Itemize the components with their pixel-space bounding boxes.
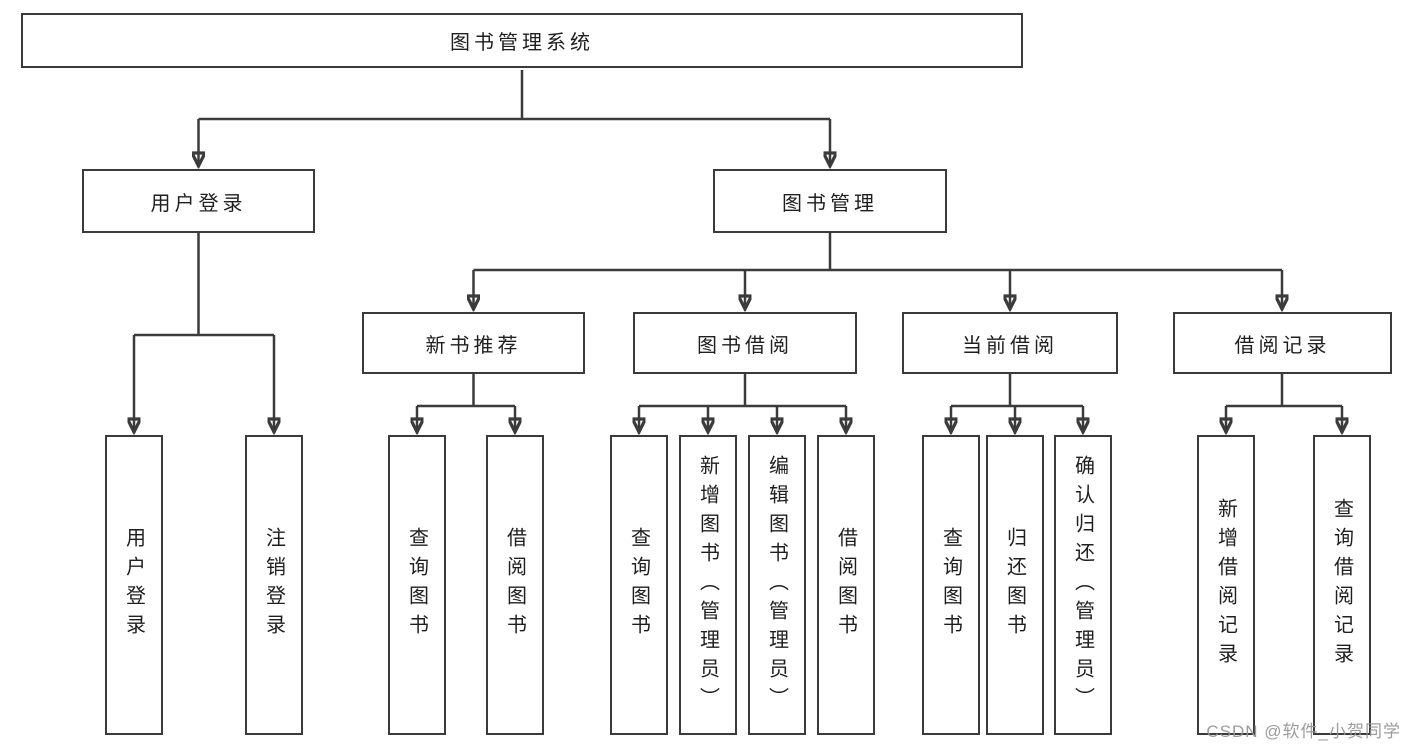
leaf-label: 借阅图书 [834, 527, 857, 643]
leaf-label: 归还图书 [1003, 527, 1026, 643]
node-leaf-query-books: 查询图书 [388, 435, 446, 735]
node-leaf-edit-book-admin: 编辑图书（管理员） [748, 435, 806, 735]
node-new-book-recommend: 新书推荐 [362, 312, 585, 374]
node-current-borrowing-label: 当前借阅 [962, 334, 1058, 357]
node-book-borrowing-label: 图书借阅 [697, 334, 793, 357]
node-book-management: 图书管理 [713, 169, 947, 233]
leaf-label: 新增借阅记录 [1214, 498, 1237, 672]
connector-user-login-to-children [134, 233, 274, 432]
connector-current-borrowing-to-leaves [951, 374, 1083, 432]
node-leaf-borrow-books: 借阅图书 [486, 435, 544, 735]
leaf-label: 注销登录 [262, 527, 285, 643]
leaf-label: 编辑图书（管理员） [765, 454, 788, 716]
leaf-label: 确认归还（管理员） [1071, 454, 1094, 716]
connector-line [198, 70, 830, 121]
node-user-login-label: 用户登录 [150, 192, 247, 215]
node-borrow-records-label: 借阅记录 [1234, 334, 1331, 357]
csdn-watermark: CSDN @软件_小贺同学 [1206, 722, 1401, 741]
node-leaf-return-book: 归还图书 [986, 435, 1044, 735]
connector-line [134, 233, 274, 337]
node-current-borrowing: 当前借阅 [902, 312, 1118, 374]
connector-line [951, 374, 1083, 408]
leaf-label: 查询图书 [627, 527, 650, 643]
node-book-management-label: 图书管理 [782, 192, 878, 215]
leaf-label: 借阅图书 [503, 527, 526, 643]
node-leaf-query-books: 查询图书 [922, 435, 980, 735]
leaf-label: 查询图书 [939, 527, 962, 643]
leaf-label: 新增图书（管理员） [696, 454, 719, 716]
node-leaf-add-borrow-record: 新增借阅记录 [1197, 435, 1255, 735]
node-leaf-add-book-admin: 新增图书（管理员） [679, 435, 737, 735]
node-user-login: 用户登录 [82, 169, 315, 233]
node-new-book-recommend-label: 新书推荐 [425, 334, 522, 357]
node-leaf-borrow-books: 借阅图书 [817, 435, 875, 735]
node-borrow-records: 借阅记录 [1173, 312, 1392, 374]
connector-book-borrowing-to-leaves [639, 374, 846, 432]
leaf-label: 查询借阅记录 [1330, 498, 1353, 672]
node-leaf-confirm-return-admin: 确认归还（管理员） [1054, 435, 1112, 735]
node-root-label: 图书管理系统 [450, 32, 594, 54]
connector-line [417, 374, 515, 408]
node-book-borrowing: 图书借阅 [633, 312, 857, 374]
leaf-label: 查询图书 [405, 527, 428, 643]
connector-borrow-records-to-leaves [1226, 374, 1342, 432]
connector-book-management-to-sections [474, 233, 1283, 309]
node-leaf-user-login: 用户登录 [105, 435, 163, 735]
node-root: 图书管理系统 [21, 13, 1023, 68]
connector-line [473, 233, 1282, 272]
connector-line [1226, 374, 1342, 408]
node-leaf-query-borrow-record: 查询借阅记录 [1313, 435, 1371, 735]
leaf-label: 用户登录 [122, 527, 145, 643]
node-leaf-logout: 注销登录 [245, 435, 303, 735]
connector-new-book-recommend-to-leaves [417, 374, 515, 432]
node-leaf-query-books: 查询图书 [610, 435, 668, 735]
connector-root-to-level2 [199, 70, 831, 166]
connector-line [639, 374, 846, 408]
